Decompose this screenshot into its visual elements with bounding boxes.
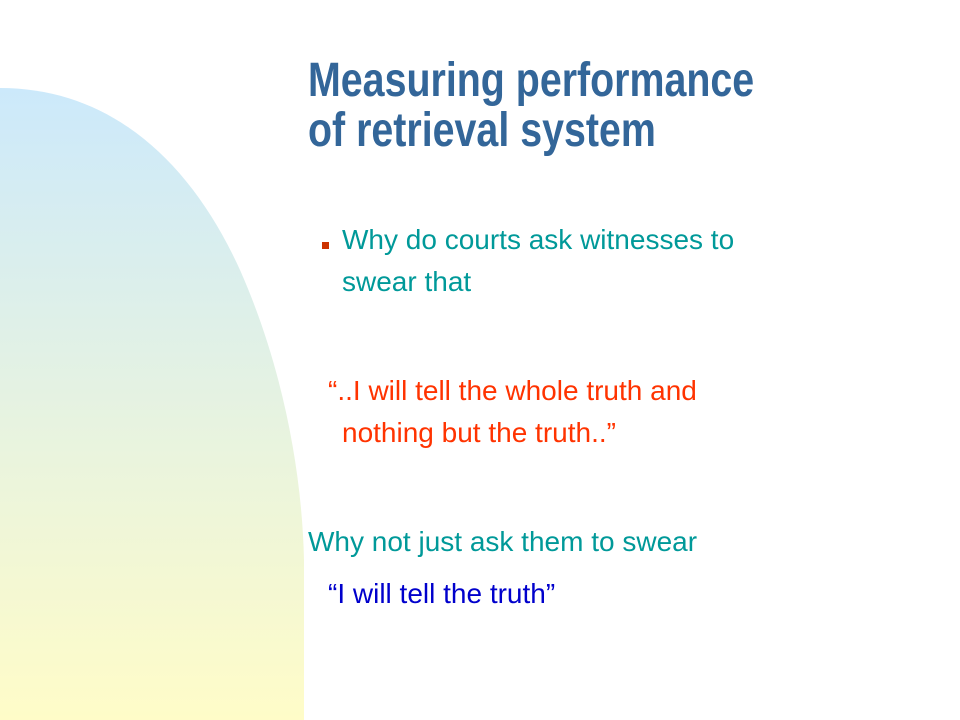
title-line-1: Measuring performance xyxy=(308,54,755,107)
decorative-gradient-shape xyxy=(0,88,304,720)
oath-quote-line-2: nothing but the truth..” xyxy=(342,417,616,448)
bullet-text: Why do courts ask witnesses to swear tha… xyxy=(342,219,942,303)
oath-quote-line-1: “..I will tell the whole truth and xyxy=(328,375,697,406)
oath-quote: “..I will tell the whole truth and nothi… xyxy=(328,370,948,454)
second-question: Why not just ask them to swear xyxy=(308,526,698,557)
title-line-2: of retrieval system xyxy=(308,104,656,157)
bullet-line-2: swear that xyxy=(342,266,472,297)
square-bullet-icon xyxy=(322,236,329,249)
bullet-line-1: Why do courts ask witnesses to xyxy=(342,224,735,255)
slide-title: Measuring performance of retrieval syste… xyxy=(308,56,833,156)
short-oath-quote: “I will tell the truth” xyxy=(328,578,556,609)
